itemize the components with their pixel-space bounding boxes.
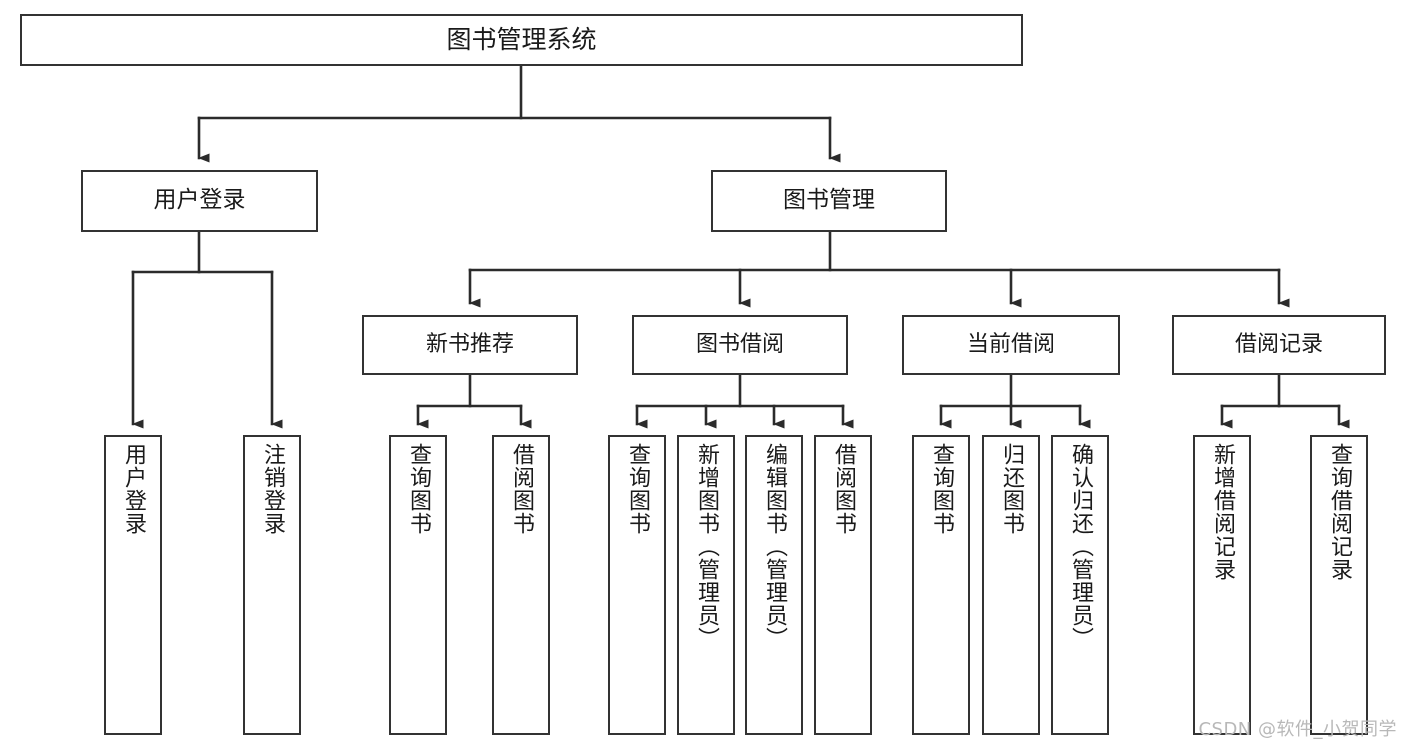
node-leaf-user-login[interactable]: 用户登录 [104, 435, 162, 735]
node-leaf-add-book[interactable]: 新增图书（管理员） [677, 435, 735, 735]
node-root[interactable]: 图书管理系统 [20, 14, 1023, 66]
node-leaf-confirm-return[interactable]: 确认归还（管理员） [1051, 435, 1109, 735]
node-user-login-label: 用户登录 [153, 187, 246, 214]
node-new-book-rec-label: 新书推荐 [425, 332, 514, 358]
node-root-label: 图书管理系统 [446, 25, 597, 55]
node-book-manage-label: 图书管理 [783, 187, 875, 214]
node-leaf-borrow-book-1-label: 借阅图书 [509, 443, 534, 535]
node-leaf-add-book-label: 新增图书（管理员） [694, 443, 719, 650]
node-book-manage[interactable]: 图书管理 [711, 170, 947, 232]
node-leaf-user-login-label: 用户登录 [121, 443, 146, 535]
node-leaf-return-book-label: 归还图书 [999, 443, 1024, 535]
node-leaf-logout-label: 注销登录 [260, 443, 285, 535]
node-borrow-record[interactable]: 借阅记录 [1172, 315, 1386, 375]
node-new-book-rec[interactable]: 新书推荐 [362, 315, 578, 375]
node-leaf-query-book-3-label: 查询图书 [929, 443, 954, 535]
node-leaf-query-book-3[interactable]: 查询图书 [912, 435, 970, 735]
node-book-borrow-label: 图书借阅 [695, 332, 784, 358]
node-current-borrow-label: 当前借阅 [966, 332, 1055, 358]
node-leaf-borrow-book-1[interactable]: 借阅图书 [492, 435, 550, 735]
node-book-borrow[interactable]: 图书借阅 [632, 315, 848, 375]
node-leaf-borrow-book-2-label: 借阅图书 [831, 443, 856, 535]
node-leaf-confirm-return-label: 确认归还（管理员） [1068, 443, 1093, 650]
node-leaf-query-book-1-label: 查询图书 [406, 443, 431, 535]
node-leaf-query-record-label: 查询借阅记录 [1327, 443, 1352, 581]
node-leaf-query-book-1[interactable]: 查询图书 [389, 435, 447, 735]
node-leaf-query-book-2-label: 查询图书 [625, 443, 650, 535]
node-leaf-query-book-2[interactable]: 查询图书 [608, 435, 666, 735]
node-borrow-record-label: 借阅记录 [1234, 332, 1323, 358]
node-leaf-return-book[interactable]: 归还图书 [982, 435, 1040, 735]
node-leaf-edit-book[interactable]: 编辑图书（管理员） [745, 435, 803, 735]
node-leaf-logout[interactable]: 注销登录 [243, 435, 301, 735]
node-leaf-query-record[interactable]: 查询借阅记录 [1310, 435, 1368, 735]
node-current-borrow[interactable]: 当前借阅 [902, 315, 1120, 375]
node-leaf-add-record[interactable]: 新增借阅记录 [1193, 435, 1251, 735]
node-leaf-borrow-book-2[interactable]: 借阅图书 [814, 435, 872, 735]
node-user-login[interactable]: 用户登录 [81, 170, 318, 232]
node-leaf-add-record-label: 新增借阅记录 [1210, 443, 1235, 581]
node-leaf-edit-book-label: 编辑图书（管理员） [762, 443, 787, 650]
